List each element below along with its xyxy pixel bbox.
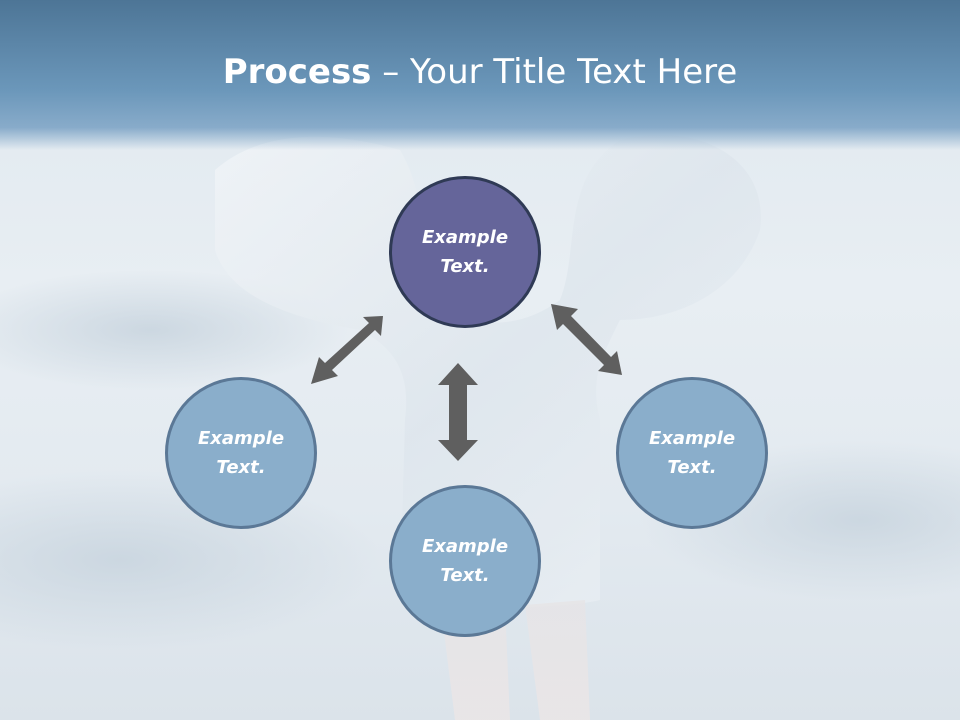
node-left-label: Example Text. (197, 428, 285, 478)
slide-title: Process – Your Title Text Here (0, 52, 960, 92)
double-arrow-left (311, 316, 383, 384)
node-bottom-label: Example Text. (421, 536, 509, 586)
node-left: Example Text. (165, 377, 317, 529)
title-bold: Process (222, 52, 372, 92)
title-bar (0, 0, 960, 150)
title-rest: – Your Title Text Here (371, 52, 738, 92)
node-right-label: Example Text. (648, 428, 736, 478)
node-bottom: Example Text. (389, 485, 541, 637)
double-arrow-right (551, 304, 622, 375)
node-right: Example Text. (616, 377, 768, 529)
double-arrow-vertical (438, 363, 478, 461)
node-center-label: Example Text. (421, 227, 509, 277)
node-center: Example Text. (389, 176, 541, 328)
